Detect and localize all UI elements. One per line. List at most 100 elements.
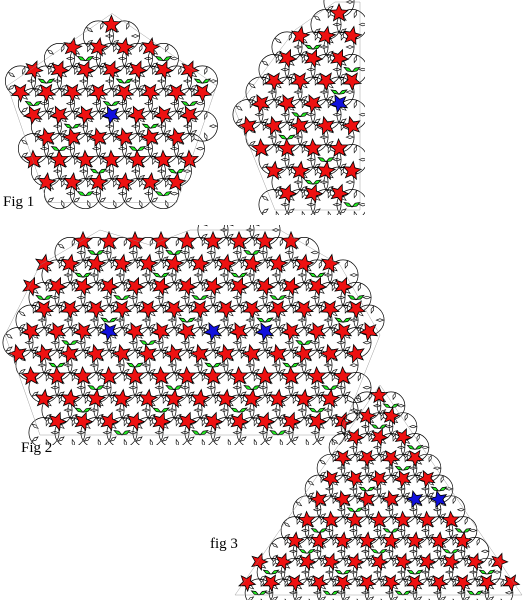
green-bowtie <box>199 430 209 436</box>
tile-rhombus <box>292 395 297 405</box>
tile-rhombus <box>291 436 299 442</box>
tile-rhombus <box>344 395 349 405</box>
red-star <box>115 172 135 192</box>
tile-rhombus <box>87 88 91 98</box>
red-star <box>358 531 377 550</box>
tile-rhombus <box>340 122 345 132</box>
green-bowtie <box>56 362 66 368</box>
tile-rhombus <box>113 43 117 53</box>
green-bowtie <box>24 100 35 107</box>
tile-rhombus <box>292 350 297 360</box>
tile-rhombus <box>123 372 128 382</box>
green-bowtie <box>299 112 309 118</box>
red-star <box>441 510 461 529</box>
tile-rhombus <box>165 199 169 209</box>
tile-rhombus <box>126 111 130 120</box>
red-star <box>126 276 146 297</box>
red-star <box>294 388 315 409</box>
tile-rhombus <box>368 433 372 442</box>
tile-rhombus <box>296 596 303 600</box>
green-bowtie <box>87 249 97 256</box>
tile-rhombus <box>97 282 102 292</box>
tile-rhombus <box>292 260 297 269</box>
tile-rhombus <box>61 88 65 98</box>
green-bowtie <box>238 272 248 278</box>
tile-rhombus <box>203 225 208 227</box>
red-star <box>151 230 171 250</box>
red-star <box>417 469 436 489</box>
tile-rhombus <box>135 436 143 442</box>
tile-rhombus <box>320 558 324 567</box>
tile-rhombus <box>266 395 271 405</box>
red-star <box>242 300 263 320</box>
tile-rhombus <box>97 237 102 247</box>
red-star <box>294 253 315 274</box>
green-bowtie <box>69 340 79 346</box>
green-bowtie <box>430 486 440 492</box>
tile-rhombus <box>345 180 355 184</box>
tile-rhombus <box>84 350 89 360</box>
green-bowtie <box>330 590 340 596</box>
red-star <box>395 552 413 572</box>
red-star <box>111 343 131 364</box>
tile-rhombus <box>380 454 384 463</box>
tile-rhombus <box>404 496 408 505</box>
tile-rhombus <box>162 260 167 269</box>
green-bowtie <box>84 55 95 62</box>
red-star <box>22 276 42 297</box>
tile-rhombus <box>31 391 39 397</box>
red-star <box>381 449 401 468</box>
tile-rhombus <box>7 84 16 91</box>
red-star <box>76 60 96 80</box>
red-star <box>393 469 412 489</box>
red-star <box>176 365 197 386</box>
tile-rhombus <box>204 132 208 141</box>
tile-rhombus <box>126 21 130 30</box>
tile-rhombus <box>305 417 310 427</box>
tile-rhombus <box>175 327 180 337</box>
red-star <box>153 149 174 169</box>
green-bowtie <box>264 317 274 323</box>
green-bowtie <box>173 385 183 391</box>
tile-rhombus <box>61 133 65 143</box>
tile-rhombus <box>85 27 94 33</box>
green-bowtie <box>256 317 266 323</box>
tile-rhombus <box>109 436 117 442</box>
green-bowtie <box>113 294 123 301</box>
red-star <box>419 552 437 572</box>
tile-rhombus <box>404 454 408 463</box>
tile-rhombus <box>130 34 140 38</box>
tile-rhombus <box>428 454 432 463</box>
red-star <box>319 343 339 364</box>
tile-rhombus <box>100 66 104 75</box>
tile-rhombus <box>357 327 362 337</box>
green-bowtie <box>136 146 147 152</box>
green-bowtie <box>230 407 240 413</box>
tile-rhombus <box>22 66 26 75</box>
tile-rhombus <box>327 144 332 154</box>
red-star <box>164 253 185 274</box>
red-star <box>112 300 133 320</box>
tile-rhombus <box>313 15 321 21</box>
red-star <box>88 83 109 103</box>
green-bowtie <box>334 569 344 575</box>
tile-rhombus <box>320 475 324 484</box>
tile-rhombus <box>162 350 167 360</box>
tile-rhombus <box>296 558 300 567</box>
green-bowtie <box>406 569 416 575</box>
tile-rhombus <box>195 146 205 151</box>
tile-rhombus <box>357 282 362 292</box>
tile-rhombus <box>305 237 310 247</box>
green-bowtie <box>167 168 178 174</box>
tile-rhombus <box>292 305 297 314</box>
green-bowtie <box>306 548 316 554</box>
red-star <box>310 574 329 593</box>
green-bowtie <box>43 294 53 301</box>
tile-rhombus <box>149 237 154 247</box>
tiling-boundary <box>234 1 361 211</box>
tile-rhombus <box>261 163 269 169</box>
green-bowtie <box>378 548 388 554</box>
blue-star <box>405 489 424 509</box>
tile-rhombus <box>456 508 466 512</box>
tile-rhombus <box>340 32 345 41</box>
